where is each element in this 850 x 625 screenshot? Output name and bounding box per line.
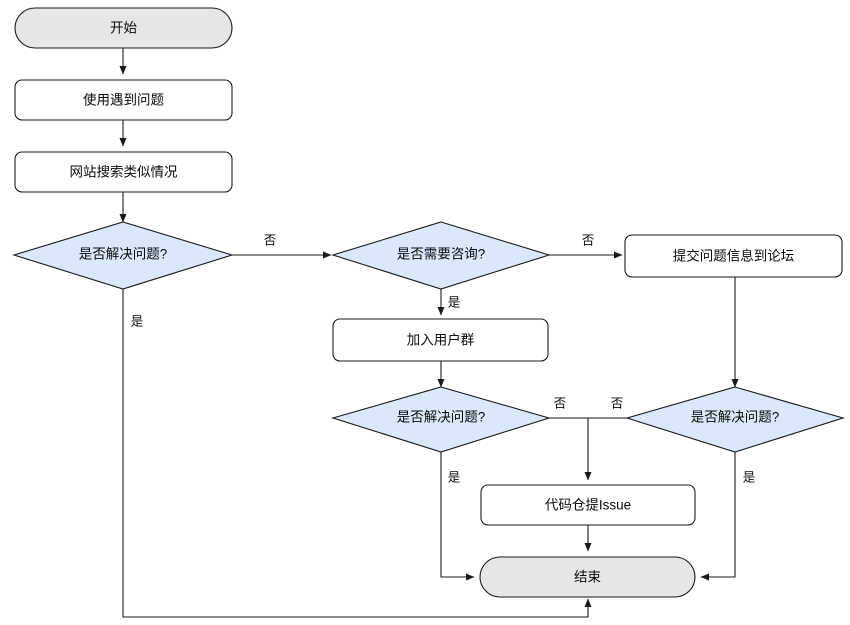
node-decision-need-consult-shape[interactable] bbox=[331, 221, 551, 290]
edge-solved2-yes-to-end bbox=[440, 452, 475, 581]
node-join-user-group-label: 加入用户群 bbox=[407, 332, 475, 348]
node-submit-to-forum-shape[interactable] bbox=[624, 234, 843, 278]
node-end-label: 结束 bbox=[574, 570, 602, 585]
node-join-user-group[interactable]: 加入用户群 bbox=[332, 318, 549, 362]
node-submit-issue-label: 代码仓提Issue bbox=[545, 498, 631, 513]
node-decision-solved-1-label: 是否解决问题? bbox=[79, 247, 168, 262]
node-decision-solved-1-shape[interactable] bbox=[12, 221, 234, 290]
node-decision-solved-2-label: 是否解决问题? bbox=[397, 410, 486, 425]
node-decision-solved-2[interactable]: 是否解决问题? bbox=[331, 386, 551, 453]
node-submit-to-forum-label: 提交问题信息到论坛 bbox=[673, 248, 795, 264]
node-start-shape[interactable] bbox=[14, 7, 233, 49]
node-website-search[interactable]: 网站搜索类似情况 bbox=[14, 151, 233, 193]
edge-label-consult-yes: 是 bbox=[448, 295, 461, 309]
node-decision-solved-3-label: 是否解决问题? bbox=[691, 410, 780, 425]
edge-solved1-yes-to-end bbox=[122, 289, 592, 618]
node-website-search-label: 网站搜索类似情况 bbox=[70, 165, 178, 180]
edge-label-solved3-no: 否 bbox=[611, 396, 624, 410]
edge-label-solved2-yes: 是 bbox=[448, 470, 461, 484]
edge-solved2-no-to-issue bbox=[549, 417, 592, 481]
edge-label-solved1-yes: 是 bbox=[131, 314, 144, 328]
node-encounter-problem-shape[interactable] bbox=[14, 79, 233, 121]
node-decision-need-consult-label: 是否需要咨询? bbox=[397, 247, 486, 262]
node-encounter-problem[interactable]: 使用遇到问题 bbox=[14, 79, 233, 121]
node-decision-need-consult[interactable]: 是否需要咨询? bbox=[331, 221, 551, 290]
node-end[interactable]: 结束 bbox=[479, 556, 696, 598]
node-submit-to-forum[interactable]: 提交问题信息到论坛 bbox=[624, 234, 843, 278]
node-encounter-problem-label: 使用遇到问题 bbox=[83, 92, 164, 108]
edge-solved3-yes-to-end bbox=[700, 452, 736, 581]
edge-label-consult-no: 否 bbox=[582, 233, 595, 247]
edge-label-solved2-no: 否 bbox=[554, 396, 567, 410]
node-submit-issue-shape[interactable] bbox=[480, 484, 696, 526]
node-decision-solved-2-shape[interactable] bbox=[331, 386, 551, 453]
node-submit-issue[interactable]: 代码仓提Issue bbox=[480, 484, 696, 526]
node-decision-solved-3-shape[interactable] bbox=[625, 386, 845, 453]
node-end-shape[interactable] bbox=[479, 556, 696, 598]
node-start-label: 开始 bbox=[110, 21, 137, 36]
edge-label-solved3-yes: 是 bbox=[743, 470, 756, 484]
node-decision-solved-3[interactable]: 是否解决问题? bbox=[625, 386, 845, 453]
node-join-user-group-shape[interactable] bbox=[332, 318, 549, 362]
node-decision-solved-1[interactable]: 是否解决问题? bbox=[12, 221, 234, 290]
node-website-search-shape[interactable] bbox=[14, 151, 233, 193]
edge-label-solved1-no: 否 bbox=[264, 233, 277, 247]
node-start[interactable]: 开始 bbox=[14, 7, 233, 49]
